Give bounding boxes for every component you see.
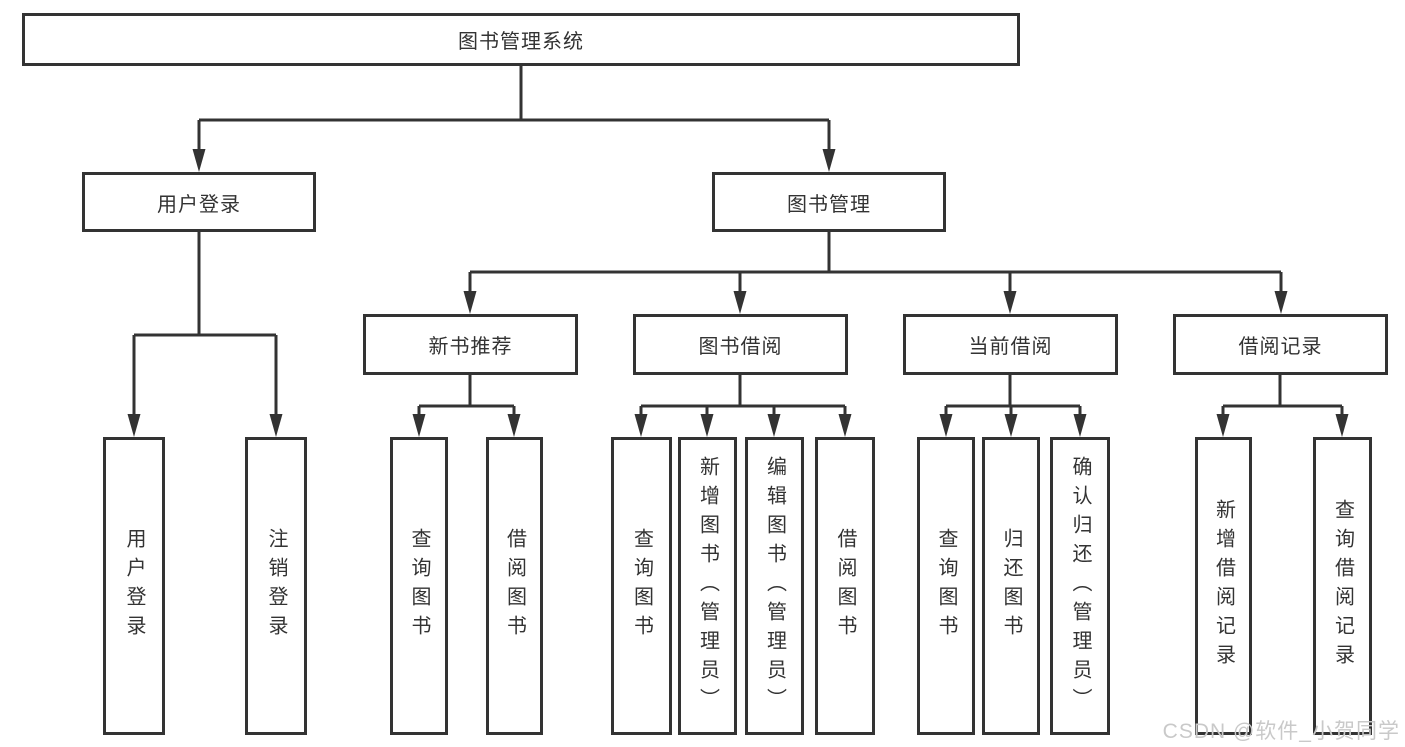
arrowhead	[733, 291, 747, 314]
leaf-add-books-admin: 新增图书（管理员）	[678, 437, 737, 735]
arrowhead	[767, 414, 781, 437]
connector-book-borrow-to-leaves	[639, 375, 847, 415]
arrowhead	[700, 414, 714, 437]
node-borrowing-records-label: 借阅记录	[1238, 336, 1323, 358]
node-user-login-label: 用户登录	[157, 193, 241, 216]
arrowhead	[1004, 414, 1018, 437]
leaf-borrow-books-borrowing-label: 借阅图书	[834, 528, 856, 644]
leaf-user-login-label: 用户登录	[123, 528, 145, 644]
leaf-query-books-current: 查询图书	[917, 437, 975, 735]
leaf-edit-books-admin: 编辑图书（管理员）	[745, 437, 804, 735]
arrowhead	[269, 414, 283, 437]
node-book-borrowing-label: 图书借阅	[698, 336, 783, 358]
leaf-logout-label: 注销登录	[265, 528, 287, 644]
leaf-borrow-books-borrowing: 借阅图书	[815, 437, 875, 735]
leaf-query-books-borrowing-label: 查询图书	[630, 528, 653, 644]
leaf-user-login: 用户登录	[103, 437, 165, 735]
arrowhead	[127, 414, 141, 437]
leaf-return-books-label: 归还图书	[1000, 528, 1022, 644]
arrowhead	[939, 414, 953, 437]
leaf-edit-books-admin-label: 编辑图书（管理员）	[763, 455, 786, 717]
arrowhead	[1003, 291, 1017, 314]
root-node-label: 图书管理系统	[458, 31, 584, 53]
node-borrowing-records: 借阅记录	[1173, 314, 1388, 375]
leaf-confirm-return-admin-label: 确认归还（管理员）	[1069, 455, 1091, 717]
leaf-logout: 注销登录	[245, 437, 307, 735]
leaf-query-books-current-label: 查询图书	[935, 528, 957, 644]
arrowhead	[507, 414, 521, 437]
leaf-confirm-return-admin: 确认归还（管理员）	[1050, 437, 1110, 735]
node-new-book-recommendation: 新书推荐	[363, 314, 578, 375]
arrowhead	[1335, 414, 1349, 437]
arrowhead	[822, 149, 836, 172]
connector-user-login-to-leaves	[132, 232, 278, 414]
csdn-watermark: CSDN @软件_小贺同学	[1162, 720, 1400, 743]
leaf-add-borrow-record: 新增借阅记录	[1195, 437, 1252, 735]
leaf-borrow-books-recommend-label: 借阅图书	[503, 528, 526, 644]
connector-new-book-to-leaves	[417, 375, 516, 415]
node-new-book-recommendation-label: 新书推荐	[428, 336, 513, 358]
node-user-login: 用户登录	[82, 172, 316, 232]
leaf-return-books: 归还图书	[982, 437, 1040, 735]
node-book-borrowing: 图书借阅	[633, 314, 848, 375]
leaf-add-books-admin-label: 新增图书（管理员）	[696, 455, 719, 717]
node-current-borrowing: 当前借阅	[903, 314, 1118, 375]
leaf-query-borrow-record: 查询借阅记录	[1313, 437, 1372, 735]
leaf-borrow-books-recommend: 借阅图书	[486, 437, 543, 735]
leaf-query-books-recommend: 查询图书	[390, 437, 448, 735]
leaf-query-books-recommend-label: 查询图书	[408, 528, 430, 644]
leaf-add-borrow-record-label: 新增借阅记录	[1212, 499, 1235, 673]
arrowhead	[1216, 414, 1230, 437]
connector-book-mgmt-to-level3	[468, 232, 1283, 292]
leaf-query-borrow-record-label: 查询借阅记录	[1331, 499, 1354, 673]
leaf-query-books-borrowing: 查询图书	[611, 437, 672, 735]
arrowhead	[838, 414, 852, 437]
node-book-management: 图书管理	[712, 172, 946, 232]
arrowhead	[1274, 291, 1288, 314]
node-book-management-label: 图书管理	[787, 193, 871, 216]
arrowhead	[412, 414, 426, 437]
arrowhead	[192, 149, 206, 172]
arrowhead	[634, 414, 648, 437]
node-current-borrowing-label: 当前借阅	[968, 336, 1053, 358]
arrowhead	[463, 291, 477, 314]
connector-borrow-records-to-leaves	[1221, 375, 1344, 415]
connector-root-to-level2	[197, 66, 831, 150]
arrowhead	[1073, 414, 1087, 437]
connector-current-borrow-to-leaves	[944, 375, 1082, 415]
root-node-library-system: 图书管理系统	[22, 13, 1020, 66]
